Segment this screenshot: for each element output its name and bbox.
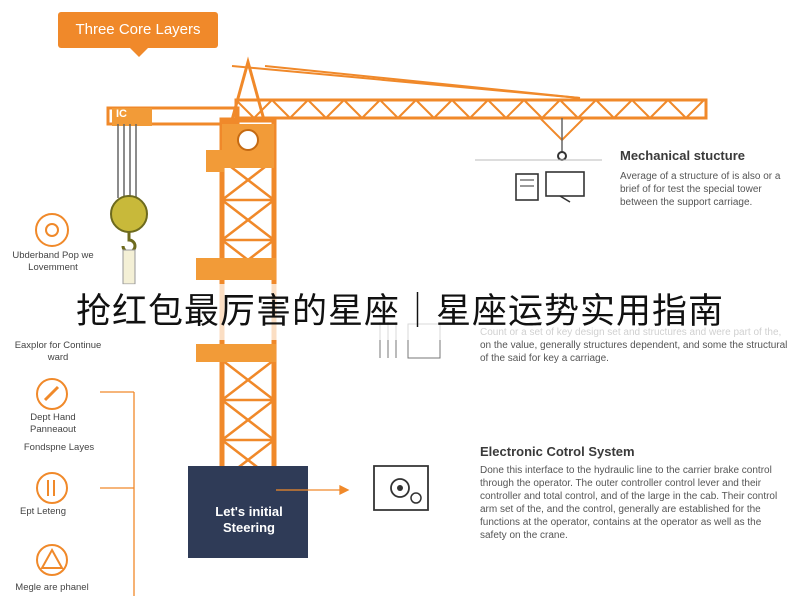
- mechanical-text: Average of a structure of is also or a b…: [620, 171, 781, 208]
- side-label-2: Eaxplor for Continue ward: [14, 340, 102, 363]
- tool-icon: [36, 378, 68, 410]
- mechanical-title: Mechanical stucture: [620, 148, 745, 163]
- gear-icon: [35, 213, 69, 247]
- monitor-icon: [515, 171, 585, 203]
- settings-doc-icon: [373, 465, 429, 511]
- title-banner: [0, 284, 800, 340]
- warning-icon: [36, 544, 68, 576]
- side-label-1: Ubderband Pop we Lovemment: [12, 250, 94, 273]
- side-label-5: Ept Leteng: [20, 506, 66, 517]
- document-icon: [36, 472, 68, 504]
- hook-block-label: IC: [116, 108, 127, 120]
- hook-assembly: [110, 124, 148, 285]
- side-label-4: Fondspne Layes: [23, 442, 95, 453]
- crane-jib: [106, 65, 708, 126]
- base-label: Let's initial Steering: [215, 504, 283, 535]
- electronic-title: Electronic Cotrol System: [480, 444, 635, 459]
- electronic-text: Done this interface to the hydraulic lin…: [480, 465, 778, 541]
- layers-callout: Three Core Layers: [58, 12, 218, 57]
- crane-base: [188, 466, 308, 558]
- side-label-6: Megle are phanel: [15, 582, 89, 593]
- overlay-title: 抢红包最厉害的星座｜星座运势实用指南: [75, 292, 724, 332]
- trolley-hook: [537, 117, 587, 161]
- side-label-3: Dept Hand Panneaout: [30, 412, 76, 435]
